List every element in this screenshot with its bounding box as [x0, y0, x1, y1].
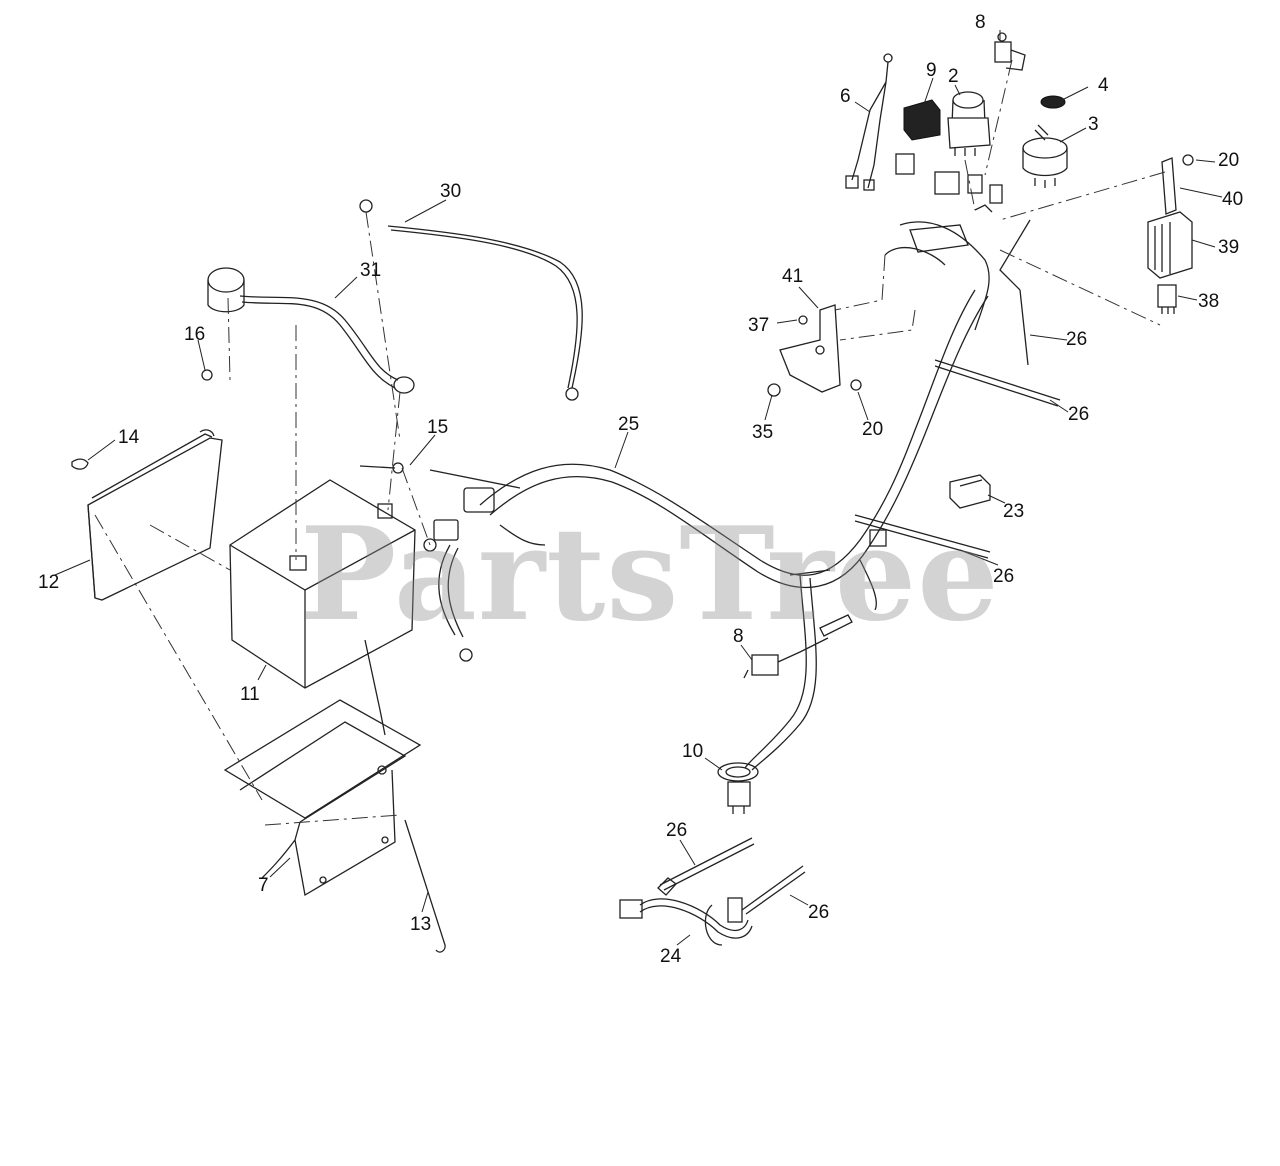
callout-26: 26	[993, 566, 1014, 587]
callout-20: 20	[862, 419, 883, 440]
interlock-switch-8a[interactable]	[994, 32, 1026, 71]
sensor-8b[interactable]	[743, 614, 853, 679]
battery-11[interactable]	[229, 479, 416, 689]
callout-6: 6	[840, 86, 851, 107]
relay-38[interactable]	[1157, 284, 1177, 314]
negative-cable-30[interactable]	[359, 199, 583, 401]
cable-tie-26a[interactable]	[999, 219, 1031, 366]
battery-cover-12[interactable]	[87, 433, 223, 601]
callout-31: 31	[360, 260, 381, 281]
callout-20: 20	[1218, 150, 1239, 171]
pto-switch-2[interactable]	[947, 91, 991, 156]
mount-bracket-41[interactable]	[767, 304, 862, 397]
callout-10: 10	[682, 741, 703, 762]
relay-module-39[interactable]	[1147, 211, 1193, 279]
cable-tie-26d[interactable]	[659, 837, 755, 891]
assembly-lines	[94, 59, 1166, 826]
callout-2: 2	[948, 66, 959, 87]
callout-16: 16	[184, 324, 205, 345]
sub-harness-24[interactable]	[619, 877, 753, 946]
wire-harness-6[interactable]	[845, 53, 893, 191]
callout-8: 8	[733, 626, 744, 647]
callout-3: 3	[1088, 114, 1099, 135]
key-cap-4[interactable]	[1040, 95, 1066, 109]
cable-tie-26b[interactable]	[934, 359, 1061, 407]
ignition-switch-3[interactable]	[1022, 124, 1068, 188]
callout-24: 24	[660, 946, 682, 967]
wing-nut-14[interactable]	[71, 429, 215, 470]
hold-down-rod-13[interactable]	[364, 639, 446, 953]
callout-9: 9	[926, 60, 937, 81]
callout-12: 12	[38, 572, 59, 593]
callout-13: 13	[410, 914, 431, 935]
callout-38: 38	[1198, 291, 1219, 312]
connector-block[interactable]	[909, 174, 1003, 253]
grommet-10[interactable]	[717, 762, 759, 814]
callout-26: 26	[666, 820, 687, 841]
callout-8: 8	[975, 12, 986, 33]
cable-tie-26e[interactable]	[741, 865, 806, 915]
switch-9[interactable]	[895, 99, 960, 195]
callout-26: 26	[1066, 329, 1087, 350]
callout-4: 4	[1098, 75, 1109, 96]
callout-labels: 8 9 2 4 3 6 20 40 39 38 30 31 16 41 37 2…	[38, 12, 1243, 967]
callout-14: 14	[118, 427, 140, 448]
hour-meter-bracket-40[interactable]	[1161, 154, 1194, 215]
callout-30: 30	[440, 181, 461, 202]
callout-11: 11	[240, 684, 260, 705]
callout-41: 41	[782, 266, 803, 287]
positive-cable-31[interactable]	[201, 267, 415, 394]
callout-26: 26	[808, 902, 829, 923]
callout-39: 39	[1218, 237, 1239, 258]
callout-40: 40	[1222, 189, 1243, 210]
callout-23: 23	[1003, 501, 1024, 522]
callout-26: 26	[1068, 404, 1089, 425]
seat-switch-23[interactable]	[869, 474, 991, 547]
callout-35: 35	[752, 422, 773, 443]
main-harness-25[interactable]	[429, 221, 990, 771]
battery-tray-7[interactable]	[223, 699, 422, 897]
leader-lines	[54, 30, 1223, 946]
callout-25: 25	[618, 414, 639, 435]
callout-37: 37	[748, 315, 769, 336]
callout-15: 15	[427, 417, 448, 438]
bolt-15[interactable]	[359, 462, 437, 552]
callout-7: 7	[258, 875, 269, 896]
